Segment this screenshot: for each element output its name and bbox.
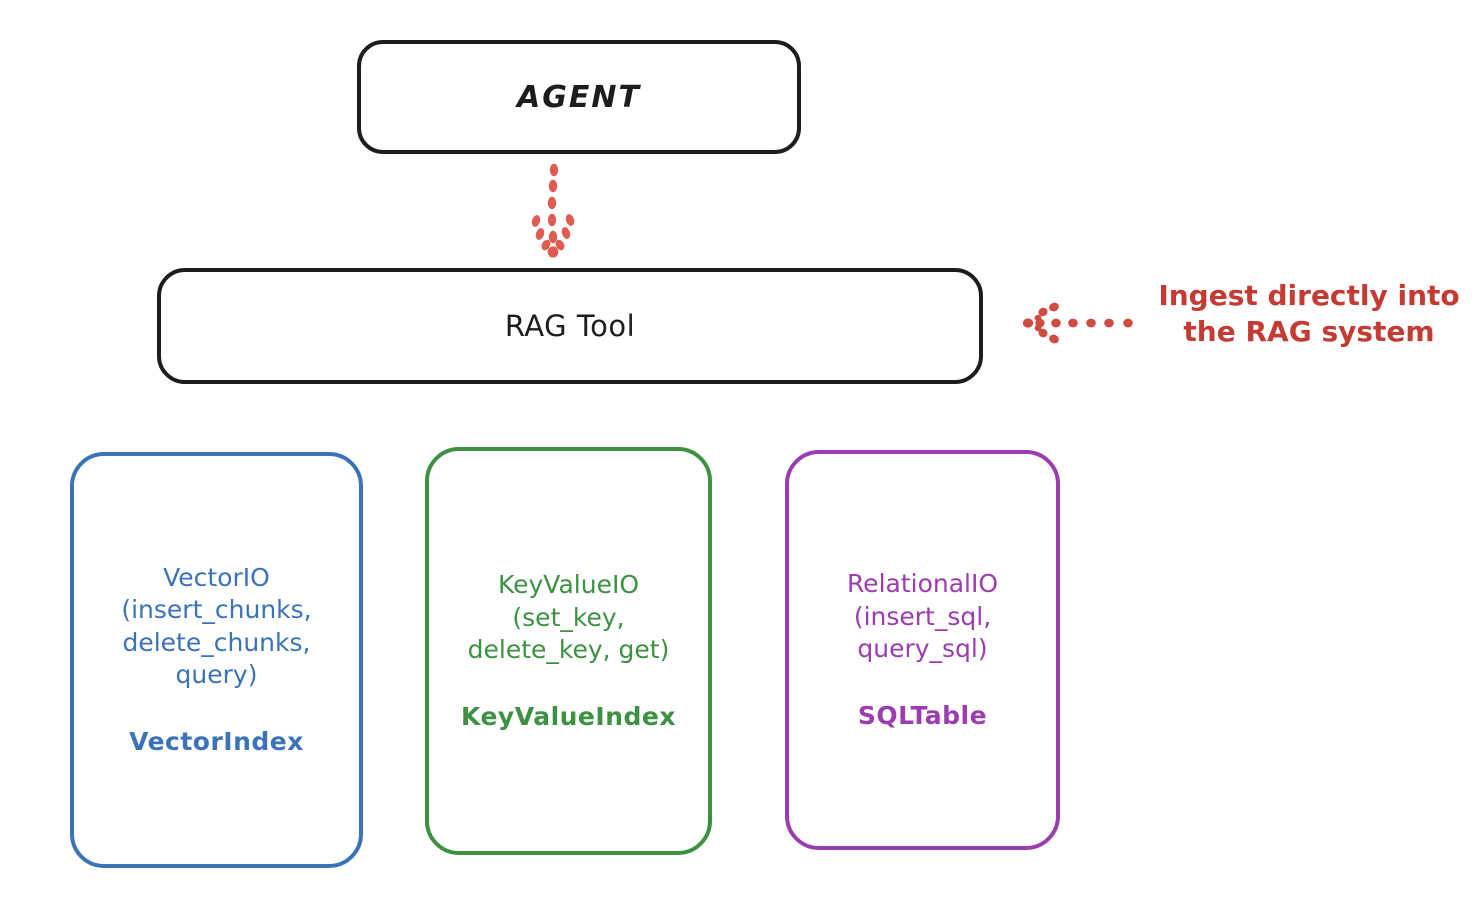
node-agent-label: AGENT: [517, 79, 641, 115]
node-key-value-io-interface-label: KeyValueIO (set_key, delete_key, get): [467, 570, 670, 664]
node-vector-io[interactable]: VectorIO (insert_chunks, delete_chunks, …: [70, 452, 363, 868]
node-rag-tool-label: RAG Tool: [504, 309, 636, 343]
node-relational-io-interface-label: RelationalIO (insert_sql, query_sql): [846, 569, 999, 663]
node-vector-io-interface-label: VectorIO (insert_chunks, delete_chunks, …: [121, 562, 312, 690]
connector-agent-to-rag-tool-icon: [531, 163, 575, 258]
annotation-ingest-directly-label: Ingest directly into the RAG system: [1158, 279, 1460, 349]
connector-annotation-to-rag-tool-icon: [1022, 302, 1133, 344]
node-agent[interactable]: AGENT: [357, 40, 801, 154]
node-vector-io-index-label: VectorIndex: [129, 726, 304, 756]
node-key-value-io[interactable]: KeyValueIO (set_key, delete_key, get) Ke…: [425, 447, 712, 855]
node-key-value-io-index-label: KeyValueIndex: [461, 701, 676, 731]
node-relational-io[interactable]: RelationalIO (insert_sql, query_sql) SQL…: [785, 450, 1060, 850]
node-rag-tool[interactable]: RAG Tool: [157, 268, 983, 384]
node-relational-io-index-label: SQLTable: [857, 700, 988, 730]
